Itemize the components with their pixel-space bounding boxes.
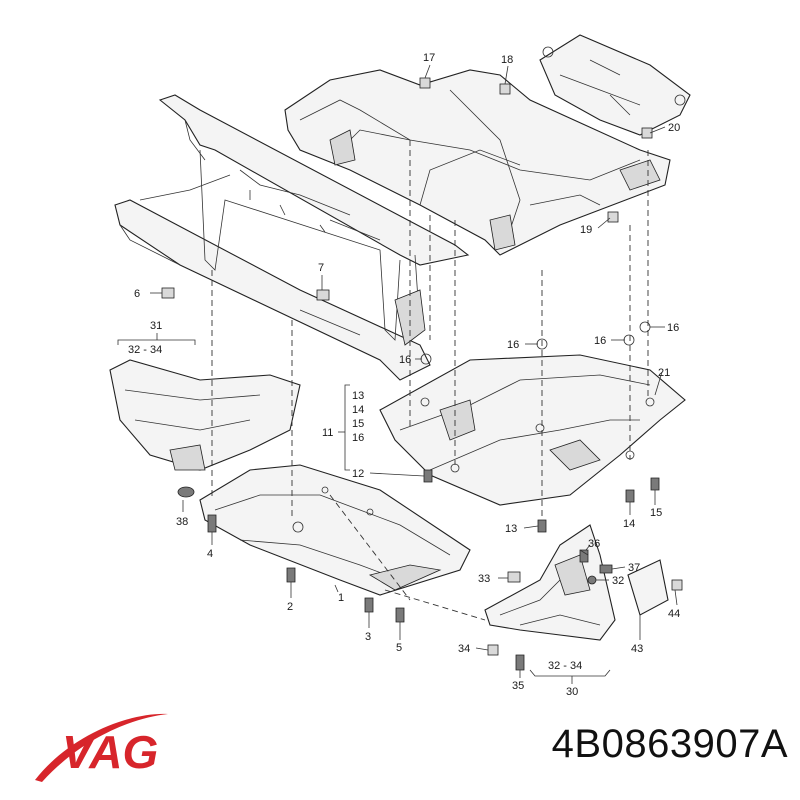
right-arch-liner <box>484 524 669 641</box>
vag-logo: VAG <box>35 713 168 782</box>
front-carrier <box>114 94 470 381</box>
clip-44 <box>671 579 683 591</box>
clip-20 <box>641 127 653 139</box>
bolt-15 <box>650 477 660 491</box>
leader-lines <box>211 140 649 621</box>
callout-44: 44 <box>668 608 680 620</box>
clip-34 <box>487 644 499 656</box>
callout-13-group: 13 <box>352 390 364 402</box>
callout-31: 31 <box>150 320 162 332</box>
callout-11: 11 <box>322 427 333 439</box>
clip-33 <box>507 571 521 583</box>
callout-14: 14 <box>623 518 635 530</box>
callout-5: 5 <box>396 642 402 654</box>
bolt-5 <box>395 607 405 623</box>
callout-16-d: 16 <box>667 322 679 334</box>
callout-36: 36 <box>588 538 600 550</box>
callout-13: 13 <box>505 523 517 535</box>
callout-17: 17 <box>423 52 435 64</box>
engine-undershield <box>379 354 686 506</box>
callout-1: 1 <box>338 592 344 604</box>
clip-6 <box>161 287 175 299</box>
callout-15-group: 15 <box>352 418 364 430</box>
callout-32-34-left: 32 - 34 <box>128 344 162 356</box>
callout-labels: 1 2 3 4 5 6 7 11 13 14 15 16 12 13 14 15… <box>128 52 680 698</box>
clip-19 <box>607 211 619 223</box>
nut-32 <box>587 575 597 585</box>
callout-6: 6 <box>134 288 140 300</box>
callout-37: 37 <box>628 562 640 574</box>
grommet-16c <box>623 334 635 346</box>
logo-text: VAG <box>62 726 158 778</box>
fasteners <box>161 77 683 671</box>
callout-21: 21 <box>658 367 670 379</box>
callout-30: 30 <box>566 686 578 698</box>
callout-16-c: 16 <box>594 335 606 347</box>
bolt-3 <box>364 597 374 613</box>
callout-15: 15 <box>650 507 662 519</box>
bolt-13 <box>537 519 547 533</box>
callout-4: 4 <box>207 548 213 560</box>
lower-front-shield <box>199 464 471 596</box>
callout-18: 18 <box>501 54 513 66</box>
clip-17 <box>419 77 431 89</box>
callout-35: 35 <box>512 680 524 692</box>
callout-38: 38 <box>176 516 188 528</box>
callout-20: 20 <box>668 122 680 134</box>
bolt-36 <box>579 549 589 563</box>
bolt-35 <box>515 654 525 671</box>
subframe <box>284 34 691 256</box>
bolt-2 <box>286 567 296 583</box>
grommet-16d <box>639 321 651 333</box>
left-arch-liner <box>109 359 301 498</box>
callout-leaders <box>117 64 678 684</box>
vag-logo-swoosh-icon <box>35 713 168 782</box>
callout-2: 2 <box>287 601 293 613</box>
callout-32-34-right: 32 - 34 <box>548 660 582 672</box>
callout-3: 3 <box>365 631 371 643</box>
bolt-4 <box>207 514 217 533</box>
callout-16-a: 16 <box>399 354 411 366</box>
bolt-37 <box>599 564 613 574</box>
callout-34: 34 <box>458 643 470 655</box>
callout-19: 19 <box>580 224 592 236</box>
bolt-12 <box>423 469 433 483</box>
callout-33: 33 <box>478 573 490 585</box>
part-number: 4B0863907A <box>551 722 788 766</box>
clip-18 <box>499 83 511 95</box>
callout-7: 7 <box>318 262 324 274</box>
callout-12: 12 <box>352 468 364 480</box>
callout-14-group: 14 <box>352 404 364 416</box>
callout-32: 32 <box>612 575 624 587</box>
callout-16-group: 16 <box>352 432 364 444</box>
callout-43: 43 <box>631 643 643 655</box>
clip-7 <box>316 289 330 301</box>
bolt-14 <box>625 489 635 503</box>
callout-16-b: 16 <box>507 339 519 351</box>
